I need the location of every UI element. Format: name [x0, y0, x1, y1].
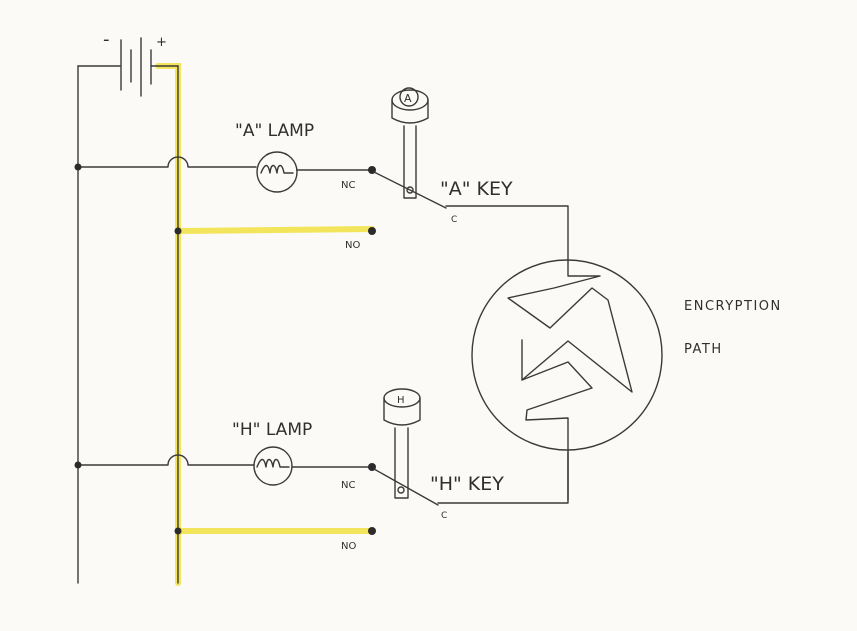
h-lamp-circuit: "H" LAMP NC NO	[74, 420, 376, 552]
h-c-label: C	[441, 511, 447, 521]
junction-dot	[74, 461, 82, 469]
a-no-label: NO	[345, 240, 360, 251]
h-no-contact	[368, 527, 376, 535]
a-c-label: C	[451, 215, 457, 225]
h-lamp-wire	[77, 454, 255, 466]
a-nc-label: NC	[341, 180, 355, 191]
a-key-stem	[403, 125, 417, 199]
a-key: A "A" KEY C	[373, 87, 569, 263]
h-nc-label: NC	[341, 480, 355, 491]
a-key-label: "A" KEY	[440, 178, 513, 200]
h-no-label: NO	[341, 541, 356, 552]
a-no-wire-highlight	[175, 226, 375, 234]
battery: - +	[77, 29, 179, 97]
a-lamp-label: "A" LAMP	[235, 121, 314, 141]
a-key-cap-letter: A	[404, 92, 412, 105]
a-lamp-bulb	[256, 151, 298, 193]
a-key-output-wire	[445, 205, 569, 263]
h-key: H "H" KEY C	[373, 388, 569, 521]
encryption-label-line2: PATH	[684, 342, 723, 357]
encryption-rotor: ENCRYPTION PATH	[471, 259, 782, 501]
junction-dot	[74, 163, 82, 171]
junction-dot	[174, 227, 182, 235]
h-lamp-filament	[256, 458, 290, 468]
a-no-contact	[368, 227, 376, 235]
a-lamp-wire	[77, 156, 257, 168]
h-lamp-label: "H" LAMP	[232, 420, 312, 440]
h-key-output-wire	[437, 451, 569, 504]
h-key-label: "H" KEY	[430, 473, 504, 495]
positive-rail-highlight	[155, 63, 181, 586]
encryption-zigzag-path	[507, 261, 633, 501]
battery-positive-label: +	[156, 35, 167, 50]
encryption-label-line1: ENCRYPTION	[684, 299, 782, 314]
junction-dot	[174, 527, 182, 535]
encryption-circle	[471, 259, 663, 451]
a-lamp-filament	[260, 164, 294, 174]
h-key-stem	[394, 427, 409, 499]
a-key-contact-arm	[373, 171, 447, 209]
a-key-cap-circle	[399, 87, 419, 107]
h-lamp-bulb	[253, 446, 293, 486]
h-key-contact-arm	[373, 468, 439, 506]
highlighted-wires	[155, 63, 375, 586]
h-key-cap-letter: H	[397, 395, 405, 406]
battery-negative-label: -	[103, 29, 110, 50]
a-lamp-circuit: "A" LAMP NC NO	[74, 121, 376, 251]
